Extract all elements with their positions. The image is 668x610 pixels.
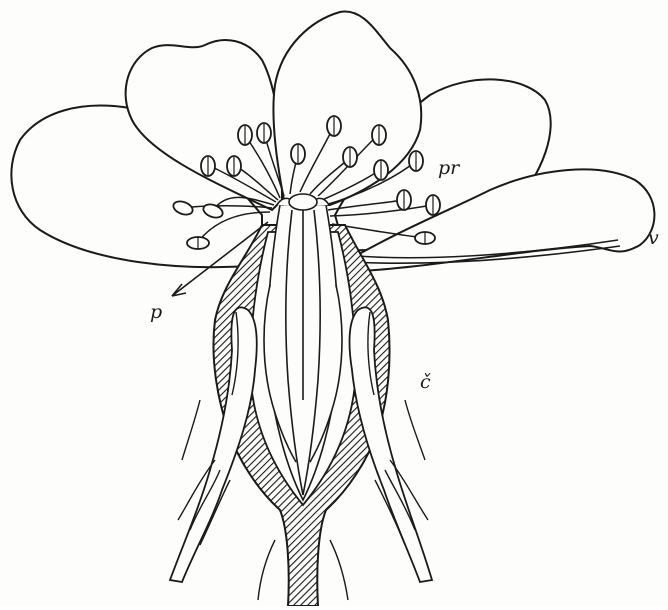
label-petal: v: [648, 227, 659, 249]
label-stamen: pr: [438, 157, 461, 179]
label-calyx: č: [420, 371, 431, 393]
label-pistil: p: [150, 301, 162, 323]
